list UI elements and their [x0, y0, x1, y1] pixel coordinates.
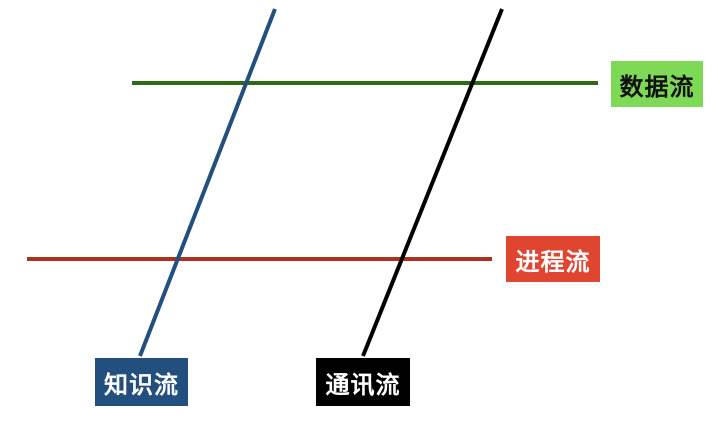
communication-flow-label: 通讯流: [316, 358, 410, 406]
knowledge-flow-label: 知识流: [95, 358, 188, 406]
communication-flow-line: [361, 8, 504, 357]
knowledge-flow-line: [138, 8, 277, 357]
data-flow-label: 数据流: [611, 61, 703, 107]
process-flow-label: 进程流: [506, 236, 600, 282]
